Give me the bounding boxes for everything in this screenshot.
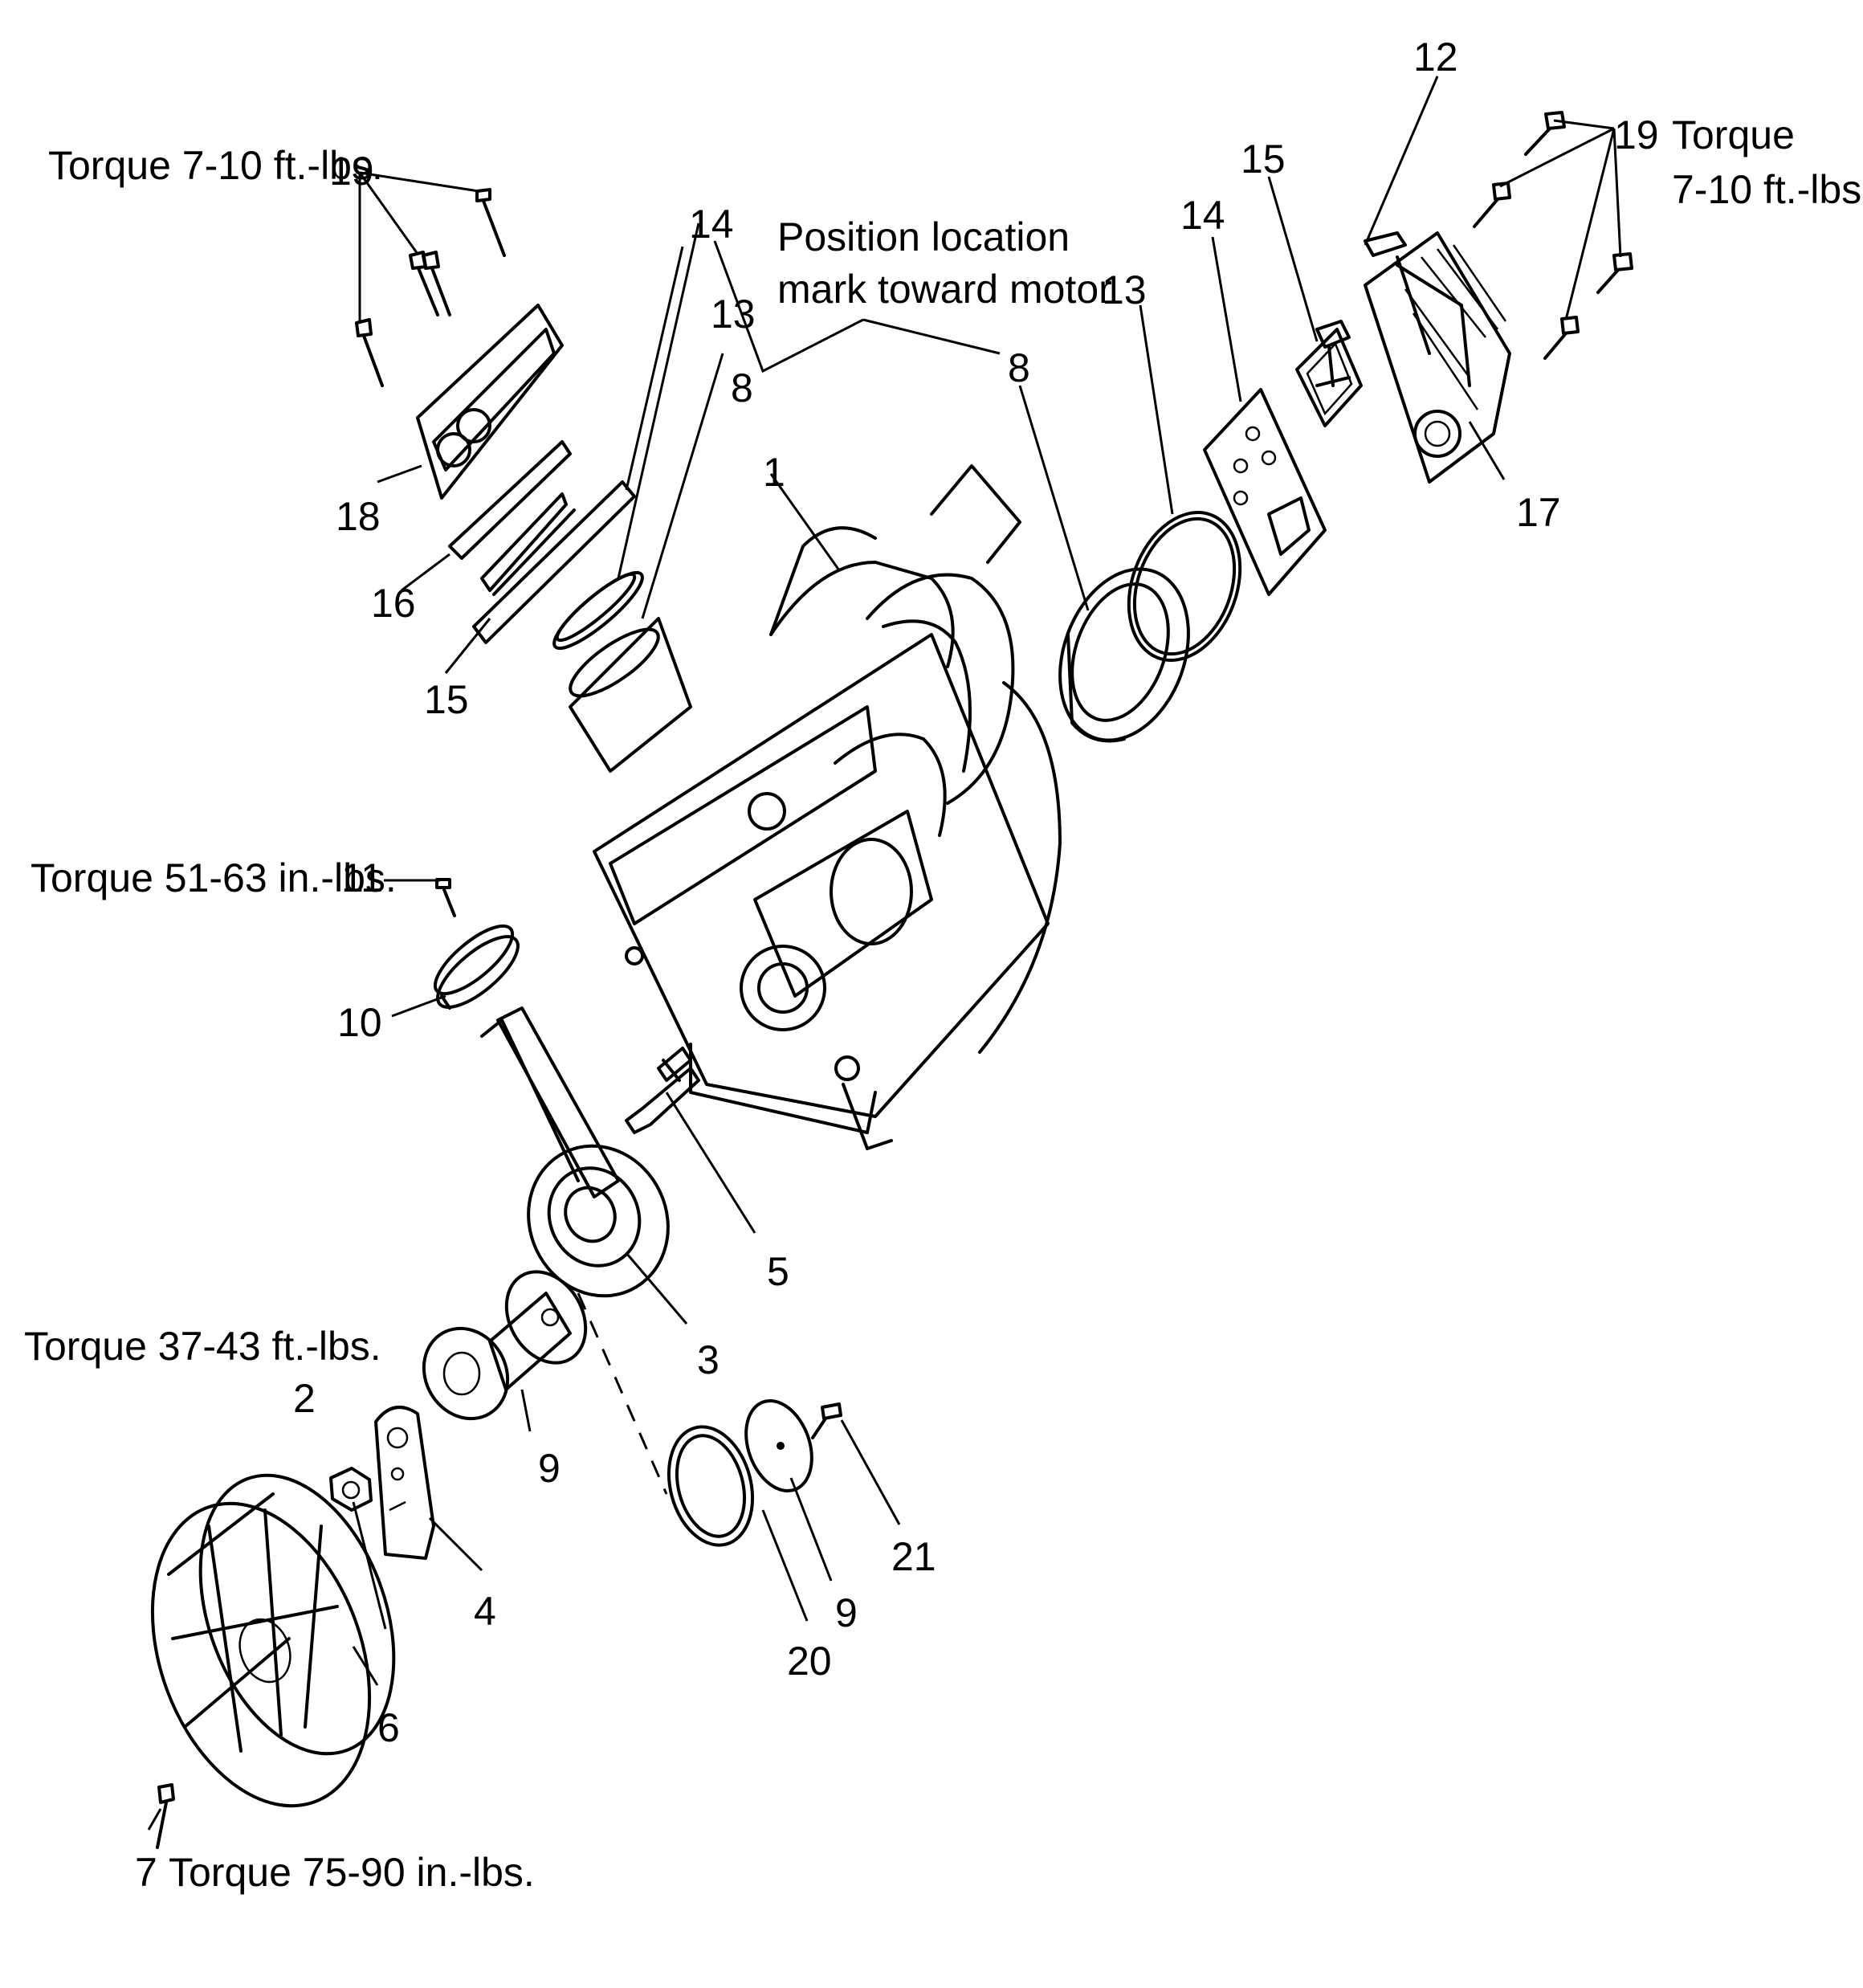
torque-note-7: Torque 75-90 in.-lbs. xyxy=(169,1850,535,1895)
part-14-valve-plate-right xyxy=(1203,388,1327,596)
part-16-head-gasket xyxy=(448,440,572,560)
part-2-nut xyxy=(329,1467,373,1512)
callout-3: 3 xyxy=(697,1337,720,1382)
callout-17: 17 xyxy=(1516,490,1561,535)
part-10-pulley xyxy=(433,924,520,1010)
callout-9-left: 9 xyxy=(538,1446,561,1491)
part-4-counterweight xyxy=(374,1406,435,1560)
part-12-valve-retainer xyxy=(1315,231,1431,387)
callout-9-right: 9 xyxy=(835,1590,858,1635)
torque-note-19-left: Torque 7-10 ft.-lbs. xyxy=(48,143,383,188)
part-13-o-ring-right xyxy=(1127,511,1242,662)
part-14-valve-plate-left xyxy=(472,480,636,644)
part-19-bolts-right xyxy=(1473,111,1633,360)
callout-14-left: 14 xyxy=(689,202,734,247)
callout-18: 18 xyxy=(336,494,381,539)
callout-15-left: 15 xyxy=(424,677,469,722)
part-3-connecting-rod xyxy=(480,1006,670,1298)
callout-11: 11 xyxy=(341,855,383,900)
part-9-valve-disc xyxy=(744,1398,813,1493)
part-15-gasket-left xyxy=(480,492,576,596)
part-8-cylinder-left xyxy=(569,617,692,773)
callout-6: 6 xyxy=(377,1705,400,1750)
part-20-ring xyxy=(667,1425,755,1547)
callout-13-left: 13 xyxy=(711,292,756,337)
position-note-line-1: Position location xyxy=(777,214,1070,259)
callout-21: 21 xyxy=(891,1534,936,1579)
torque-notes: Torque 7-10 ft.-lbs. Torque 7-10 ft.-lbs… xyxy=(24,112,1863,1895)
callout-14-right: 14 xyxy=(1180,193,1225,238)
callout-8-right: 8 xyxy=(1008,345,1030,390)
part-19-bolts-left xyxy=(355,188,506,387)
part-15-gasket-right xyxy=(1295,328,1363,427)
part-1-motor-crankcase xyxy=(593,464,1062,1150)
callout-19-left: 19 xyxy=(329,149,374,194)
torque-note-11: Torque 51-63 in.-lbs. xyxy=(31,855,397,900)
part-8-cylinder-right xyxy=(1058,567,1190,743)
callout-16: 16 xyxy=(371,581,416,626)
callout-10: 10 xyxy=(337,1000,382,1045)
part-9-piston-rod xyxy=(422,1270,588,1421)
callout-12: 12 xyxy=(1413,35,1458,80)
part-7-fan-bolt xyxy=(156,1783,175,1849)
part-6-fan xyxy=(150,1473,396,1808)
part-17-cylinder-head xyxy=(1364,231,1511,484)
part-21-screw xyxy=(811,1402,842,1439)
torque-note-2: Torque 37-43 ft.-lbs. xyxy=(24,1324,381,1369)
callout-13-right: 13 xyxy=(1102,267,1147,312)
callout-15-right: 15 xyxy=(1241,137,1286,182)
torque-note-19-right-1: Torque xyxy=(1672,112,1795,157)
callout-20: 20 xyxy=(787,1639,832,1684)
callout-2: 2 xyxy=(293,1376,316,1421)
leader-lines xyxy=(147,76,1622,1831)
callout-8-left: 8 xyxy=(731,365,753,410)
callout-numbers: 19 19 12 15 14 13 8 17 14 13 8 1 18 16 1… xyxy=(135,35,1659,1895)
callout-7: 7 xyxy=(135,1850,157,1895)
position-note-line-2: mark toward motor xyxy=(777,267,1112,312)
callout-19-right: 19 xyxy=(1614,112,1659,157)
callout-5: 5 xyxy=(767,1249,789,1294)
part-11-screw xyxy=(435,878,456,917)
part-13-o-ring-left xyxy=(552,570,644,651)
callout-4: 4 xyxy=(474,1589,496,1634)
callout-1: 1 xyxy=(763,450,785,495)
torque-note-19-right-2: 7-10 ft.-lbs. xyxy=(1672,167,1863,212)
part-18-cylinder-head xyxy=(416,304,564,500)
part-5-crank-pin xyxy=(625,1047,700,1134)
